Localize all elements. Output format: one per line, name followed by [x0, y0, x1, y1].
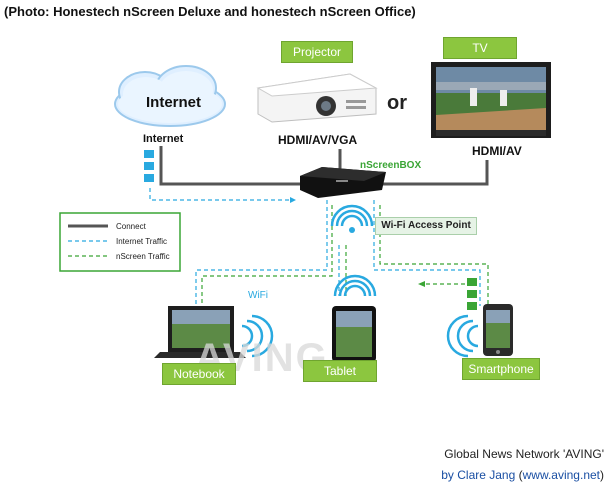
wifi-label: WiFi: [248, 290, 268, 301]
credit-line-2: by Clare Jang (www.aving.net): [441, 468, 604, 482]
internet-label: Internet: [143, 133, 184, 145]
credit-author: by Clare Jang: [441, 468, 516, 482]
notebook-icon: [154, 306, 246, 358]
projector-icon: [256, 73, 378, 123]
internet-cloud-text: Internet: [146, 94, 202, 111]
tv-label: TV: [443, 37, 517, 59]
projector-ports-label: HDMI/AV/VGA: [278, 133, 358, 147]
legend-internet-label: Internet Traffic: [116, 237, 167, 246]
photo-caption: (Photo: Honestech nScreen Deluxe and hon…: [4, 4, 416, 19]
nscreen-traffic-squares: [467, 278, 477, 310]
internet-cloud-icon: [114, 65, 226, 127]
wifi-notebook-icon: [241, 314, 274, 358]
tv-ports-label: HDMI/AV: [472, 144, 522, 158]
nscreenbox-label: nScreenBOX: [360, 160, 422, 171]
wifi-smartphone-icon: [446, 314, 479, 358]
or-label: or: [387, 92, 407, 114]
wifi-ap-icon: [330, 204, 374, 227]
credit-close-paren: ): [600, 468, 604, 482]
smartphone-icon: [483, 304, 513, 356]
tablet-label: Tablet: [303, 360, 377, 382]
connect-lines: [159, 146, 489, 186]
credit-open-paren: (: [518, 468, 523, 482]
credit-line-1: Global News Network 'AVING': [444, 447, 604, 461]
wifi-tablet-icon: [333, 274, 377, 297]
legend-connect-label: Connect: [116, 222, 146, 231]
nscreenbox-icon: [300, 167, 386, 198]
tv-icon: [431, 62, 551, 138]
credit-site-link[interactable]: www.aving.net: [522, 468, 600, 482]
projector-label: Projector: [281, 41, 353, 63]
tablet-icon: [332, 306, 376, 362]
internet-traffic-squares: [144, 150, 154, 182]
legend-box: [59, 212, 181, 272]
internet-traffic-lines: [149, 188, 481, 320]
legend-nscreen-label: nScreen Traffic: [116, 252, 170, 261]
wifi-ap-label: Wi-Fi Access Point: [375, 217, 477, 235]
notebook-label: Notebook: [162, 363, 236, 385]
smartphone-label: Smartphone: [462, 358, 540, 380]
